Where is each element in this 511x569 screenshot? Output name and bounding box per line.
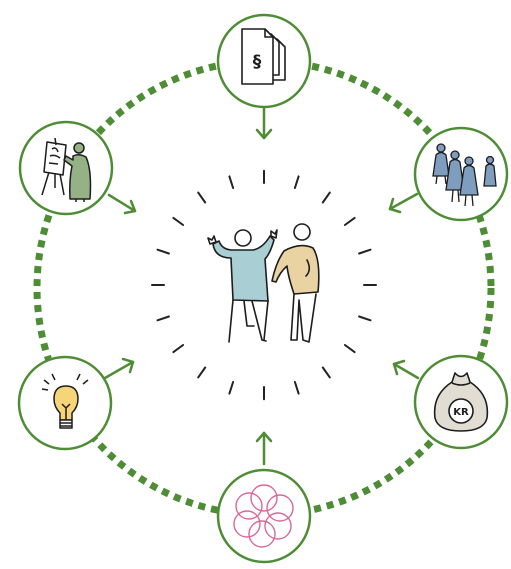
radiating-tick bbox=[156, 248, 170, 255]
arrow-from-documents bbox=[255, 105, 273, 140]
arrow-from-group bbox=[388, 192, 419, 214]
radiating-tick bbox=[172, 344, 185, 354]
arrow-from-money bbox=[392, 359, 420, 380]
people-group-icon bbox=[432, 143, 497, 207]
radiating-tick bbox=[197, 191, 207, 204]
radiating-tick bbox=[293, 381, 300, 395]
radiating-tick bbox=[358, 315, 372, 322]
arrow-from-flower bbox=[255, 431, 273, 466]
two-celebrating-people-icon bbox=[207, 223, 320, 343]
radiating-tick bbox=[197, 366, 207, 379]
radiating-tick bbox=[228, 381, 235, 395]
radiating-tick bbox=[172, 216, 185, 226]
lightbulb-icon bbox=[41, 373, 89, 429]
presenter-icon bbox=[41, 137, 92, 202]
radiating-tick bbox=[321, 191, 331, 204]
flower-icon bbox=[233, 484, 294, 548]
node-presentation bbox=[18, 120, 114, 216]
arrows bbox=[103, 105, 420, 466]
node-flower bbox=[216, 468, 312, 564]
radiating-tick bbox=[358, 248, 372, 255]
radiating-tick bbox=[343, 216, 356, 226]
arrow-from-presentation bbox=[107, 193, 137, 215]
radiating-tick bbox=[156, 315, 170, 322]
radiating-lines bbox=[151, 169, 377, 401]
radiating-tick bbox=[343, 344, 356, 354]
radiating-tick bbox=[228, 175, 235, 189]
radiating-tick bbox=[293, 175, 300, 189]
arrow-from-idea bbox=[103, 357, 135, 380]
money-bag-icon bbox=[433, 372, 489, 432]
currency-label: KR bbox=[453, 407, 469, 418]
legal-documents-icon bbox=[241, 28, 286, 85]
paragraph-symbol: § bbox=[253, 52, 262, 72]
radiating-tick bbox=[321, 366, 331, 379]
